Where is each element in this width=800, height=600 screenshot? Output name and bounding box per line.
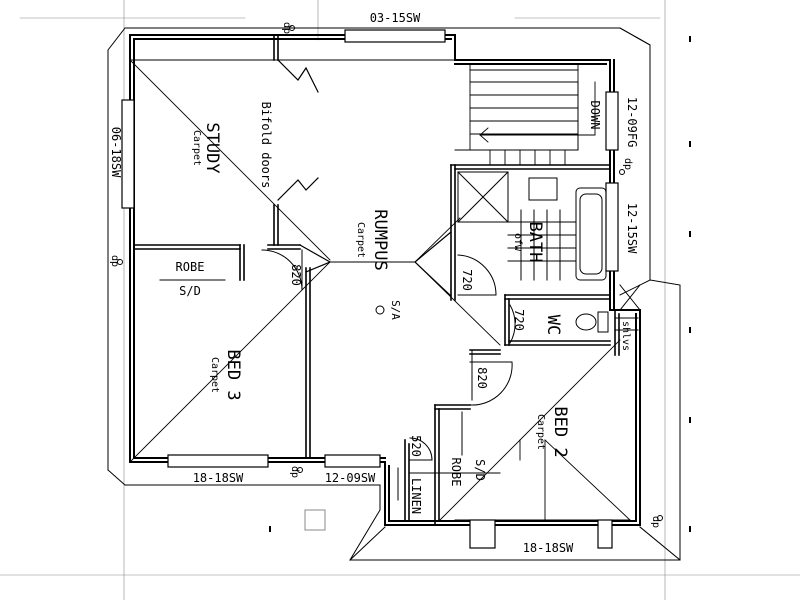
robe-details [159,279,639,474]
downpipe-label: dp [109,255,120,267]
downpipe-label: dp [622,158,633,170]
window-stair-label: 12-09FG [625,97,639,148]
downpipe-label: dp [281,22,292,34]
wc-label: WC [543,315,563,335]
smoke-alarm-label: S/A [389,300,402,320]
bath-fixtures [457,171,609,333]
window-bed3-label: 18-18SW [193,471,244,485]
bed3-robe-label: ROBE [176,260,205,274]
bath-label: BATH [525,222,545,263]
door-labels: 820 720 720 820 520 [289,264,526,457]
shelves-label: shlvs [620,321,631,351]
door-bath-label: 720 [460,269,474,291]
bed3-finish: Carpet [209,357,220,393]
windows [121,29,619,549]
rumpus-openings [299,231,452,297]
bifold-doors [277,59,319,201]
misc-markers [304,284,641,531]
study-finish: Carpet [191,130,202,166]
door-swings [261,249,516,501]
downpipe-markers: dp dp dp dp dp [109,22,663,528]
window-bath-label: 12-15SW [625,203,639,254]
door-wc-label: 720 [512,309,526,331]
study-label: STUDY [202,122,222,173]
bed2-label: BED 2 [550,406,570,457]
window-rumpus-label: 12-09SW [325,471,376,485]
window-study-label: 06-18SW [109,127,123,178]
rumpus-label: RUMPUS [370,209,390,270]
stair [469,63,596,166]
linen-label: LINEN [409,478,423,514]
bed2-robe-label: ROBE [449,458,463,487]
window-top-label: 03-15SW [370,11,421,25]
window-bed2-label: 18-18SW [523,541,574,555]
window-labels: 03-15SW 06-18SW 12-09FG 12-15SW 18-18SW … [109,11,639,555]
door-linen-label: 520 [409,435,423,457]
downpipe-label: dp [289,466,300,478]
bath-finish: ofw [512,233,523,252]
bifold-doors-label: Bifold doors [259,102,273,189]
bed3-label: BED 3 [223,349,243,400]
stair-down-label: DOWN [588,101,602,130]
fixture-labels: Bifold doors DOWN ROBE S/D ROBE S/D shlv… [176,101,631,487]
door-bed3-label: 820 [289,264,303,286]
bed2-finish: Carpet [535,414,546,450]
door-bed2-label: 820 [475,367,489,389]
bed2-sd-label: S/D [473,459,487,481]
internal-walls [133,34,620,526]
bed3-sd-label: S/D [179,284,201,298]
downpipe-label: dp [650,516,661,528]
eaves-outline [107,27,681,561]
room-labels: STUDY Carpet RUMPUS Carpet BATH ofw WC B… [191,122,570,514]
rumpus-finish: Carpet [355,222,366,258]
